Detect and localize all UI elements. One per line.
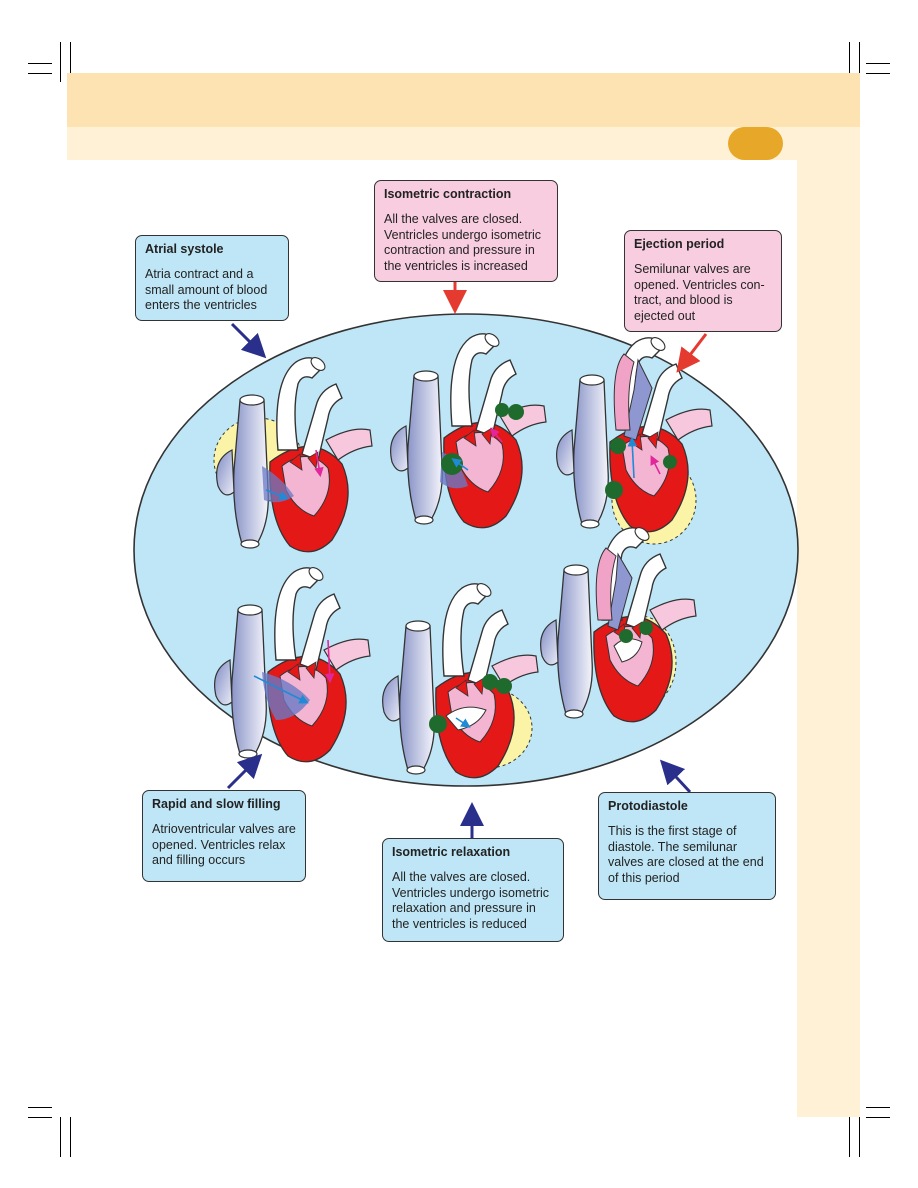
phase-title: Isometric contraction [384, 187, 512, 201]
phase-description: All the valves are closed. Ventricles un… [392, 870, 550, 931]
arrow-ejection-period [676, 333, 708, 373]
side-strip [797, 160, 860, 1117]
phase-title: Isometric relaxation [392, 845, 511, 859]
phase-title: Rapid and slow filling [152, 797, 281, 811]
heart-rapid-slow-filling [213, 564, 371, 763]
crop-mark [28, 63, 52, 64]
crop-mark [849, 42, 850, 82]
heart-ejection-period [555, 334, 713, 533]
phase-title: Atrial systole [145, 242, 224, 256]
phase-title: Ejection period [634, 237, 725, 251]
phase-description: All the valves are closed. Ventricles un… [384, 212, 542, 273]
heart-isometric-contraction [389, 330, 547, 529]
crop-mark [866, 63, 890, 64]
subheader-band [67, 127, 860, 160]
crop-mark [849, 1117, 850, 1157]
phase-title: Protodiastole [608, 799, 688, 813]
crop-mark [859, 1117, 860, 1157]
crop-mark [866, 1107, 890, 1108]
crop-mark [28, 1107, 52, 1108]
phase-description: Atrioventricular valves are opened. Vent… [152, 822, 296, 867]
heart-protodiastole [539, 524, 697, 723]
phase-box-isometric-contraction: Isometric contraction All the valves are… [374, 180, 558, 282]
crop-mark [60, 1117, 61, 1157]
phase-description: Semilunar valves are opened. Ventricles … [634, 262, 765, 323]
crop-mark [70, 42, 71, 82]
phase-box-isometric-relaxation: Isometric relaxation All the valves are … [382, 838, 564, 942]
arrow-atrial-systole [230, 322, 267, 359]
heart-isometric-relaxation [381, 580, 539, 779]
phase-description: This is the first stage of diastole. The… [608, 824, 764, 885]
crop-mark [28, 1117, 52, 1118]
crop-mark [866, 73, 890, 74]
header-band [67, 73, 860, 127]
crop-mark [859, 42, 860, 82]
phase-box-protodiastole: Protodiastole This is the first stage of… [598, 792, 776, 900]
phase-box-rapid-slow-filling: Rapid and slow filling Atrioventricular … [142, 790, 306, 882]
arrow-rapid-slow-filling [226, 753, 263, 790]
crop-mark [60, 42, 61, 82]
crop-mark [866, 1117, 890, 1118]
crop-mark [70, 1117, 71, 1157]
phase-box-atrial-systole: Atrial systole Atria contract and a smal… [135, 235, 289, 321]
heart-atrial-systole [215, 354, 373, 553]
crop-mark [28, 73, 52, 74]
page-number-badge [728, 127, 783, 160]
phase-description: Atria contract and a small amount of blo… [145, 267, 268, 312]
arrow-protodiastole [659, 759, 692, 794]
phase-box-ejection-period: Ejection period Semilunar valves are ope… [624, 230, 782, 332]
